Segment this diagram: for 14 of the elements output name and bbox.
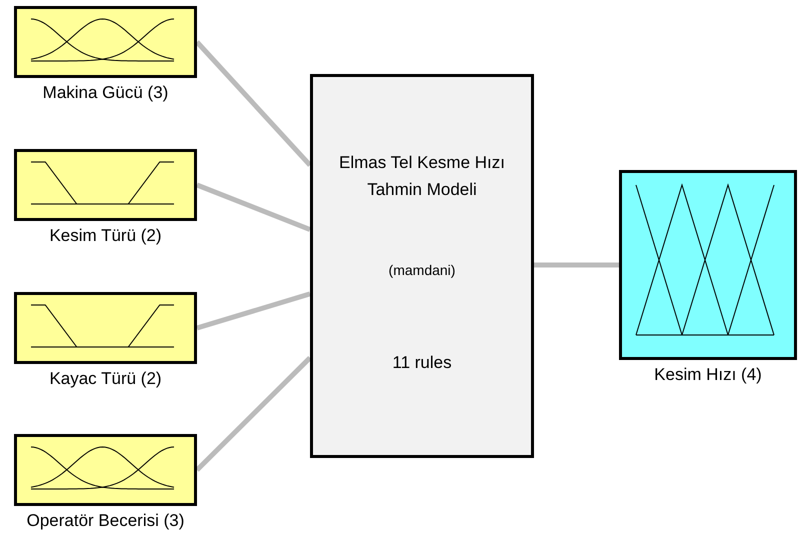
connector-line: [534, 262, 619, 268]
node-caption: Kesim Türü (2): [49, 226, 162, 246]
node-caption: Makina Gücü (3): [42, 83, 168, 103]
connector-line: [195, 40, 312, 167]
node-text: Elmas Tel Kesme Hızı Tahmin Modeli: [338, 152, 506, 202]
connector-line: [195, 356, 312, 472]
connector-line: [196, 182, 311, 232]
node-caption: Kesim Hızı (4): [654, 365, 762, 385]
connector-line: [196, 292, 311, 330]
node-caption: Kayac Türü (2): [49, 369, 162, 389]
model-box: [310, 74, 534, 458]
node-caption: Operatör Becerisi (3): [26, 511, 184, 531]
node-text: 11 rules: [391, 352, 453, 374]
node-text: (mamdani): [388, 261, 456, 280]
